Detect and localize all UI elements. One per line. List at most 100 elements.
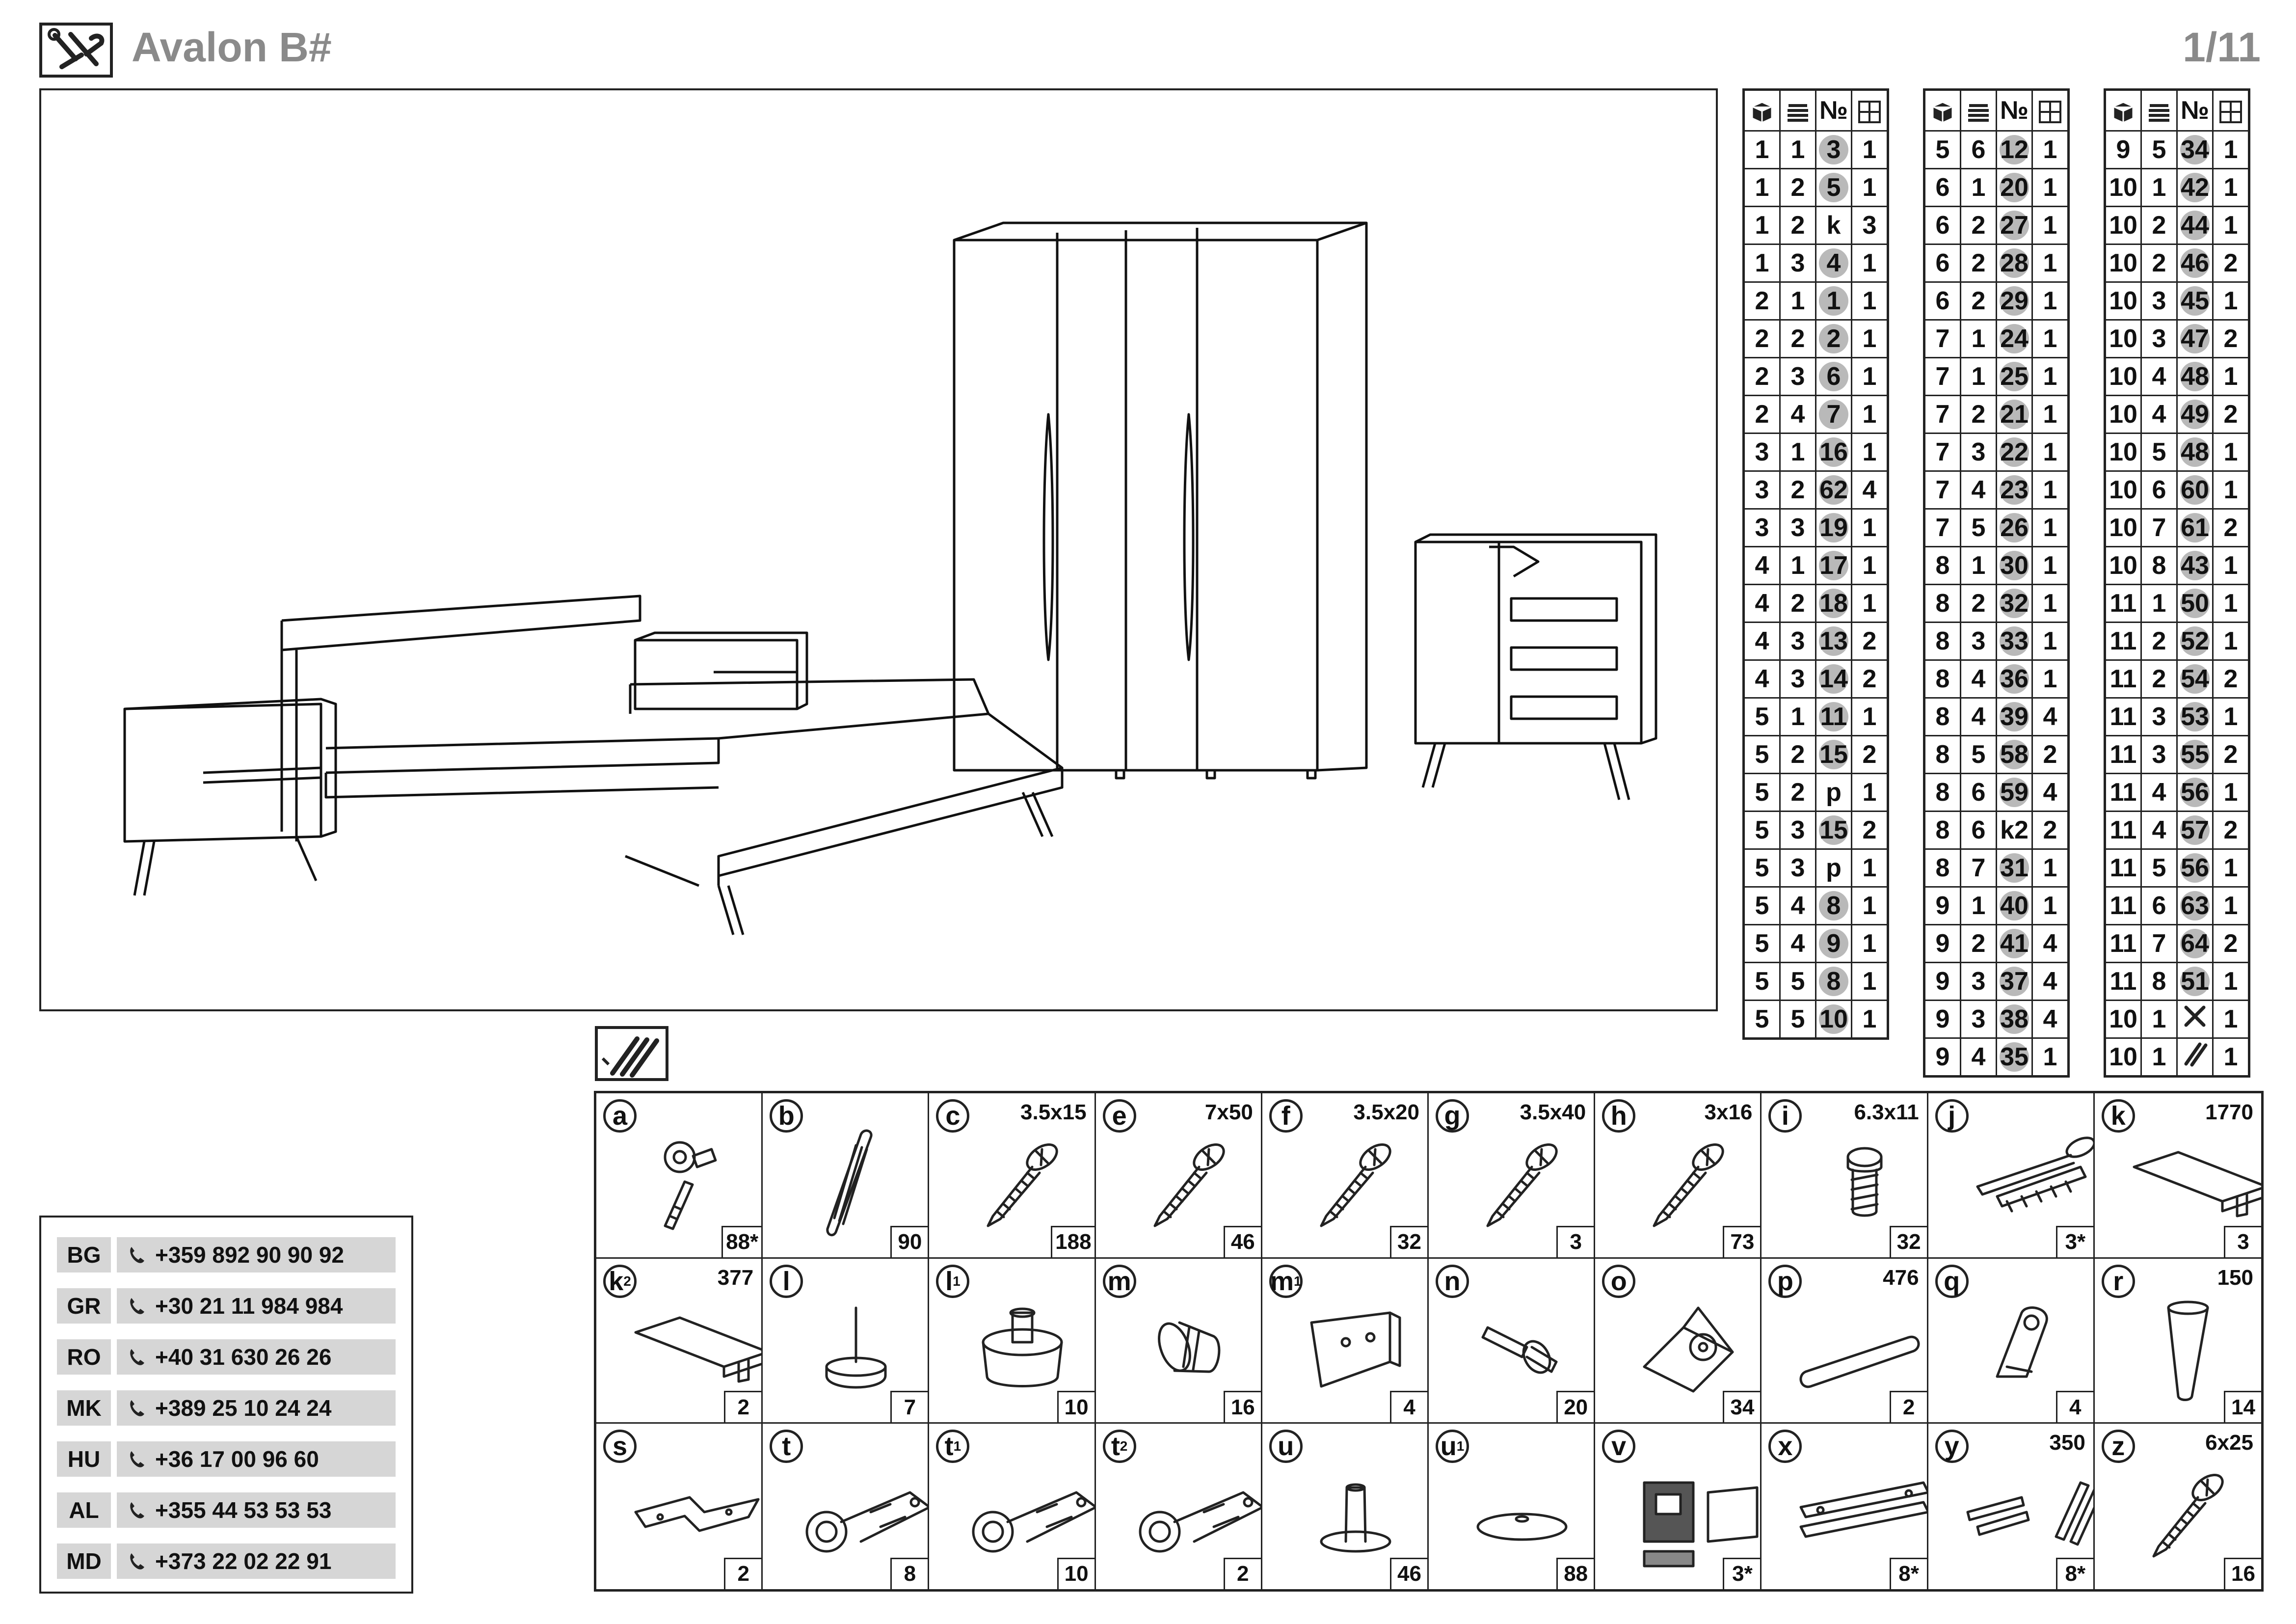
panel-cell: 2 — [2140, 622, 2178, 661]
quantity-cell: 1 — [2212, 130, 2250, 169]
part-number-cell: 24 — [1996, 319, 2033, 358]
part-number-cell: 51 — [2176, 962, 2214, 1001]
panel-stack-icon — [2140, 89, 2178, 132]
part-number-cell: 13 — [1815, 622, 1852, 661]
part-number-cell: 31 — [1996, 848, 2033, 888]
package-cell: 5 — [1743, 886, 1781, 925]
part-number: 4 — [1826, 249, 1841, 277]
part-number: 15 — [1819, 740, 1848, 769]
part-number-cell — [2176, 1037, 2214, 1077]
panel-cell: 5 — [2140, 130, 2178, 169]
part-number-cell: 3 — [1815, 130, 1852, 169]
quantity-cell: 2 — [2212, 811, 2250, 850]
phone-icon — [127, 1347, 146, 1367]
phone-number[interactable]: +36 17 00 96 60 — [155, 1446, 319, 1472]
nightstand-left-drawing — [123, 698, 337, 896]
part-number: 34 — [2181, 135, 2209, 164]
hardware-size: 6.3x11 — [1854, 1100, 1919, 1124]
panel-cell: 3 — [1779, 508, 1816, 547]
panel-cell: 3 — [2140, 735, 2178, 774]
quantity-cell: 1 — [2212, 1037, 2250, 1077]
part-number-cell: 16 — [1815, 433, 1852, 472]
phone-number[interactable]: +389 25 10 24 24 — [155, 1395, 332, 1421]
parts-table-header: № — [2104, 89, 2250, 132]
package-cell: 8 — [1923, 735, 1961, 774]
panel-cell: 2 — [1960, 584, 1997, 623]
panel-cell: 1 — [1960, 886, 1997, 925]
part-number: 48 — [2181, 438, 2209, 466]
quantity-cell: 2 — [1851, 659, 1889, 699]
panel-cell: 2 — [1779, 735, 1816, 774]
part-number-cell: 4 — [1815, 244, 1852, 283]
quantity-cell: 1 — [2212, 584, 2250, 623]
hardware-size: 6x25 — [2205, 1431, 2253, 1455]
part-number-cell: 8 — [1815, 962, 1852, 1001]
package-cell: 5 — [1743, 811, 1781, 850]
hardware-item-v: v 3* — [1595, 1424, 1762, 1589]
phone-number[interactable]: +355 44 53 53 53 — [155, 1497, 332, 1523]
hardware-quantity: 46 — [1390, 1557, 1427, 1589]
part-number-cell: 33 — [1996, 622, 2033, 661]
bed-drawing — [280, 595, 1064, 935]
hardware-quantity: 4 — [1390, 1391, 1427, 1423]
panel-cell: 4 — [1960, 1037, 1997, 1077]
hardware-quantity: 8 — [890, 1557, 928, 1589]
hardware-letter: u — [1269, 1430, 1303, 1463]
panel-cell: 8 — [2140, 962, 2178, 1001]
package-cell: 6 — [1923, 244, 1961, 283]
chest-drawing — [1414, 533, 1657, 800]
part-number: 44 — [2181, 211, 2209, 240]
quantity-cell: 1 — [2212, 168, 2250, 207]
phone-number[interactable]: +373 22 02 22 91 — [155, 1548, 332, 1574]
package-cell: 2 — [1743, 281, 1781, 321]
part-number-cell: 8 — [1815, 886, 1852, 925]
phone-number[interactable]: +40 31 630 26 26 — [155, 1344, 332, 1370]
parts-table-header: № — [1923, 89, 2069, 132]
hardware-quantity: 3* — [1723, 1557, 1761, 1589]
package-cell: 5 — [1743, 1000, 1781, 1039]
quantity-cell: 1 — [2212, 886, 2250, 925]
part-number-cell: 64 — [2176, 924, 2214, 963]
hardware-size: 3x16 — [1704, 1100, 1753, 1124]
part-number-cell — [2176, 1000, 2214, 1039]
part-number-cell: 17 — [1815, 546, 1852, 585]
hardware-letter: f — [1269, 1099, 1303, 1133]
panel-cell: 1 — [2140, 1037, 2178, 1077]
package-cell: 1 — [1743, 168, 1781, 207]
part-number-cell: 62 — [1815, 470, 1852, 510]
panel-cell: 4 — [2140, 357, 2178, 396]
package-cell: 6 — [1923, 281, 1961, 321]
part-number: 8 — [1826, 892, 1841, 920]
phone-number[interactable]: +30 21 11 984 984 — [155, 1293, 343, 1319]
part-number: 51 — [2181, 967, 2209, 996]
part-number-cell: 36 — [1996, 659, 2033, 699]
panel-cell: 1 — [1779, 546, 1816, 585]
panel-cell: 3 — [2140, 281, 2178, 321]
quantity-cell: 2 — [2212, 659, 2250, 699]
package-cell: 10 — [2104, 206, 2142, 245]
part-number: 41 — [2000, 929, 2029, 958]
part-number-cell: p — [1815, 848, 1852, 888]
part-number-cell: 28 — [1996, 244, 2033, 283]
part-number: p — [1826, 854, 1842, 882]
hardware-quantity: 14 — [2224, 1391, 2261, 1423]
quantity-cell: 1 — [1851, 546, 1889, 585]
country-code: MD — [57, 1543, 111, 1579]
phone-number[interactable]: +359 892 90 90 92 — [155, 1242, 344, 1268]
quantity-cell: 4 — [2031, 773, 2069, 812]
part-number: 33 — [2000, 627, 2029, 655]
